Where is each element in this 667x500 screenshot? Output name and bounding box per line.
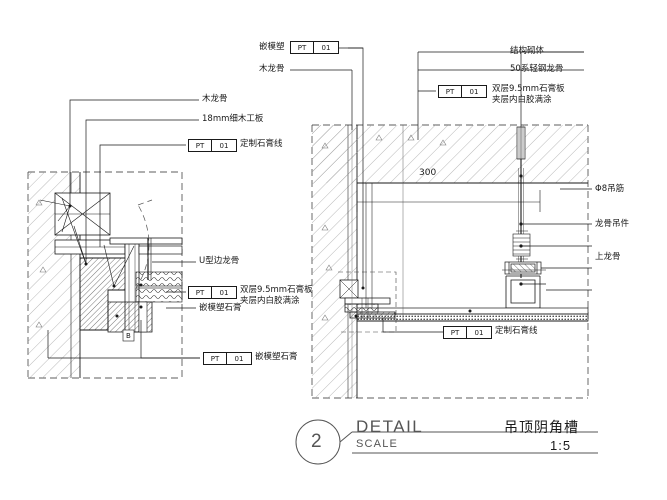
tag-pt-01-gypsum-board-leftmid: PT 01 xyxy=(188,286,237,299)
tag-number: 01 xyxy=(219,288,229,297)
label-embedded-moulding: 嵌模塑 xyxy=(259,42,285,52)
label-double-gypsum-board-topright: 双层9.5mm石膏板 夹层内白胶满涂 xyxy=(492,84,565,105)
tag-code: PT xyxy=(444,327,467,338)
label-wood-keel-left: 木龙骨 xyxy=(202,94,228,104)
label-phi8-hanger-rod: Φ8吊筋 xyxy=(595,184,625,194)
tag-number: 01 xyxy=(474,328,484,337)
label-double-gypsum-board-leftmid: 双层9.5mm石膏板 夹层内白胶满涂 xyxy=(240,285,313,306)
tag-pt-01-gypsum-line-topleft: PT 01 xyxy=(188,139,237,152)
tag-code: PT xyxy=(204,353,227,364)
scale-word: SCALE xyxy=(356,438,399,450)
detail-mark-b: B xyxy=(126,332,131,340)
tag-number: 01 xyxy=(234,354,244,363)
label-top-keel: 上龙骨 xyxy=(595,252,621,262)
label-embedded-moulding-gypsum-bottom: 嵌模塑石膏 xyxy=(255,352,298,362)
tag-pt-01-gypsum-board-topright: PT 01 xyxy=(438,85,487,98)
tag-pt-01-gypsum-line-bottom: PT 01 xyxy=(443,326,492,339)
tag-code: PT xyxy=(189,287,212,298)
tag-pt-01-embedded-moulding: PT 01 xyxy=(290,41,339,54)
label-blockboard: 18mm细木工板 xyxy=(202,114,264,124)
label-u-edge-keel: U型边龙骨 xyxy=(199,256,240,266)
label-structural-masonry: 结构砌体 xyxy=(510,46,545,56)
detail-title-cn: 吊顶阴角槽 xyxy=(504,420,579,436)
tag-code: PT xyxy=(439,86,462,97)
label-keel-hanger-part: 龙骨吊件 xyxy=(595,219,630,229)
tag-number: 01 xyxy=(469,87,479,96)
tag-number: 01 xyxy=(219,141,229,150)
dimension-300: 300 xyxy=(419,168,437,178)
tag-code: PT xyxy=(189,140,212,151)
detail-number: 2 xyxy=(311,431,322,452)
label-custom-gypsum-line-topleft: 定制石膏线 xyxy=(240,139,283,149)
label-wood-keel-topmid: 木龙骨 xyxy=(259,64,285,74)
label-light-steel-keel-50: 50系轻钢龙骨 xyxy=(510,64,564,74)
label-embedded-moulding-gypsum-leftmid: 嵌模塑石膏 xyxy=(199,303,242,313)
tag-pt-01-embedded-gypsum-bottom: PT 01 xyxy=(203,352,252,365)
tag-code: PT xyxy=(291,42,314,53)
label-custom-gypsum-line-bottom: 定制石膏线 xyxy=(495,326,538,336)
tag-number: 01 xyxy=(321,43,331,52)
scale-ratio: 1:5 xyxy=(550,438,572,453)
detail-word: DETAIL xyxy=(356,417,424,436)
